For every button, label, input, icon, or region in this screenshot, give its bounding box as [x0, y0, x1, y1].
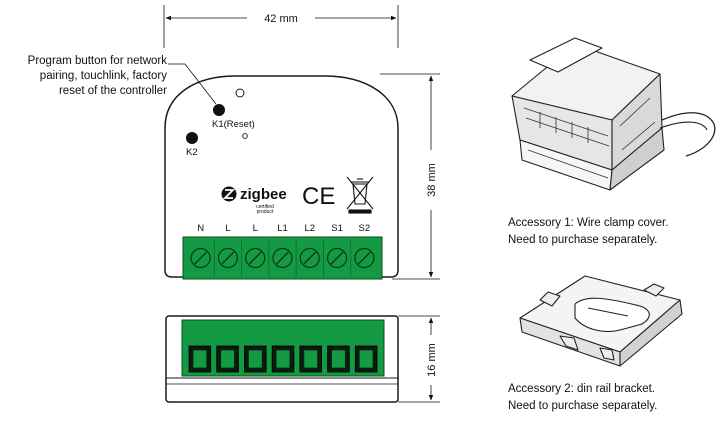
- zigbee-product: product: [257, 209, 274, 215]
- accessory-2-din-rail-bracket: [519, 275, 683, 367]
- led-indicator: [235, 88, 245, 98]
- wire-clamp: [331, 349, 346, 369]
- accessory-2-text-line-1: Accessory 2: din rail bracket.: [508, 383, 655, 395]
- terminal-labels: N L L L1 L2 S1 S2: [197, 223, 370, 234]
- wire-clamp: [220, 349, 235, 369]
- terminal-label: S2: [359, 223, 371, 234]
- width-dimension: 42 mm: [163, 5, 399, 48]
- program-button-callout: Program button for network pairing, touc…: [7, 54, 167, 99]
- k2-label: K2: [186, 147, 198, 158]
- front-view: K1(Reset) K2 zigbee certified product CE…: [164, 63, 399, 280]
- accessory-1-wire-clamp-cover: [511, 37, 716, 191]
- screw-slot: [194, 251, 208, 265]
- terminal-label: L: [225, 223, 230, 234]
- accessory-1-text-line-2: Need to purchase separately.: [508, 234, 657, 246]
- callout-line-3: reset of the controller: [58, 85, 167, 97]
- wire-clamp: [303, 349, 318, 369]
- k2-button: [186, 132, 198, 144]
- zigbee-logo: zigbee certified product: [221, 186, 287, 215]
- k1-label: K1(Reset): [212, 119, 255, 130]
- accessory-1-text-line-1: Accessory 1: Wire clamp cover.: [508, 217, 668, 229]
- k1-reset-button: [213, 104, 225, 116]
- ce-mark: CE: [302, 183, 335, 210]
- weee-bin-icon: [346, 176, 374, 214]
- screw-slot: [357, 251, 371, 265]
- terminal-label: L2: [304, 223, 315, 234]
- screw-slot: [248, 251, 262, 265]
- wire-clamp: [275, 349, 291, 369]
- callout-leader-line: [168, 63, 217, 105]
- callout-line-1: Program button for network: [27, 55, 167, 67]
- height-dimension: 38 mm: [380, 73, 440, 280]
- width-dimension-label: 42 mm: [264, 13, 298, 25]
- callout-line-2: pairing, touchlink, factory: [39, 70, 167, 82]
- bottom-view: [165, 315, 399, 403]
- small-indicator: [242, 133, 248, 139]
- accessory-2-text-line-2: Need to purchase separately.: [508, 400, 657, 412]
- wire-clamp: [192, 349, 208, 369]
- wire-clamp: [248, 349, 263, 369]
- wire-clamp: [358, 349, 374, 369]
- terminal-label: L: [253, 223, 258, 234]
- housing-outline: [164, 75, 399, 278]
- bottom-terminal-block: [181, 319, 385, 377]
- screw-slot: [221, 251, 235, 265]
- depth-dimension: 16 mm: [398, 315, 440, 403]
- screw-slot: [303, 251, 317, 265]
- zigbee-certified: certified: [256, 204, 274, 210]
- front-terminal-block: [182, 236, 383, 280]
- terminal-label: L1: [277, 223, 288, 234]
- terminal-label: S1: [331, 223, 343, 234]
- height-dimension-label: 38 mm: [426, 163, 438, 197]
- terminal-label: N: [197, 223, 204, 234]
- screw-slot: [330, 251, 344, 265]
- zigbee-wordmark: zigbee: [240, 186, 287, 203]
- depth-dimension-label: 16 mm: [426, 343, 438, 377]
- screw-slot: [276, 251, 289, 265]
